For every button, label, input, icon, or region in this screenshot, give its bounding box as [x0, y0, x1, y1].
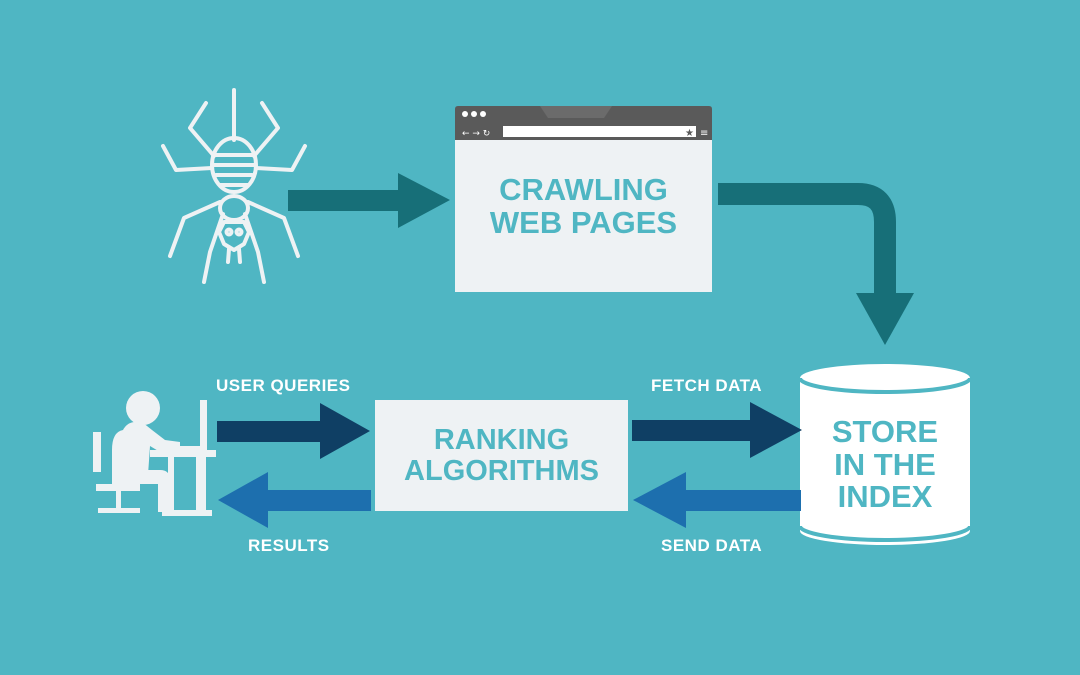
- svg-text:← → ↻: ← → ↻: [462, 129, 490, 139]
- arrow-fetch-data: [632, 402, 802, 458]
- fetch-data-label: FETCH DATA: [651, 376, 763, 395]
- database-cylinder-icon: [798, 364, 972, 545]
- ranking-line-1: RANKING: [433, 424, 570, 457]
- send-data-label: SEND DATA: [661, 536, 763, 555]
- svg-text:★: ★: [685, 128, 694, 139]
- crawling-web-pages-label: CRAWLING WEB PAGES: [455, 140, 712, 292]
- index-line-2: IN THE: [834, 446, 936, 482]
- index-line-3: INDEX: [837, 479, 933, 515]
- crawl-line-1: CRAWLING: [499, 172, 668, 208]
- index-line-1: STORE: [831, 414, 939, 450]
- crawl-line-2: WEB PAGES: [489, 205, 678, 240]
- arrow-send-data: [633, 472, 801, 528]
- ranking-algorithms-label: RANKING ALGORITHMS: [375, 400, 628, 511]
- ranking-line-2: ALGORITHMS: [404, 454, 599, 487]
- spider-icon: [161, 88, 307, 284]
- arrow-spider-to-crawl: [288, 173, 450, 228]
- user-queries-label: USER QUERIES: [216, 376, 351, 395]
- svg-text:≡: ≡: [700, 128, 708, 139]
- user-at-desk-icon: [93, 391, 216, 516]
- browser-window-icon: ← → ↻ ★ ≡: [455, 106, 712, 292]
- ranking-algorithms-box: [375, 400, 628, 511]
- arrow-user-queries: [217, 403, 370, 459]
- arrow-results: [218, 472, 371, 528]
- results-label: RESULTS: [248, 536, 330, 555]
- store-in-index-label: STORE IN THE INDEX: [800, 405, 970, 525]
- arrow-crawl-to-index: [718, 183, 914, 345]
